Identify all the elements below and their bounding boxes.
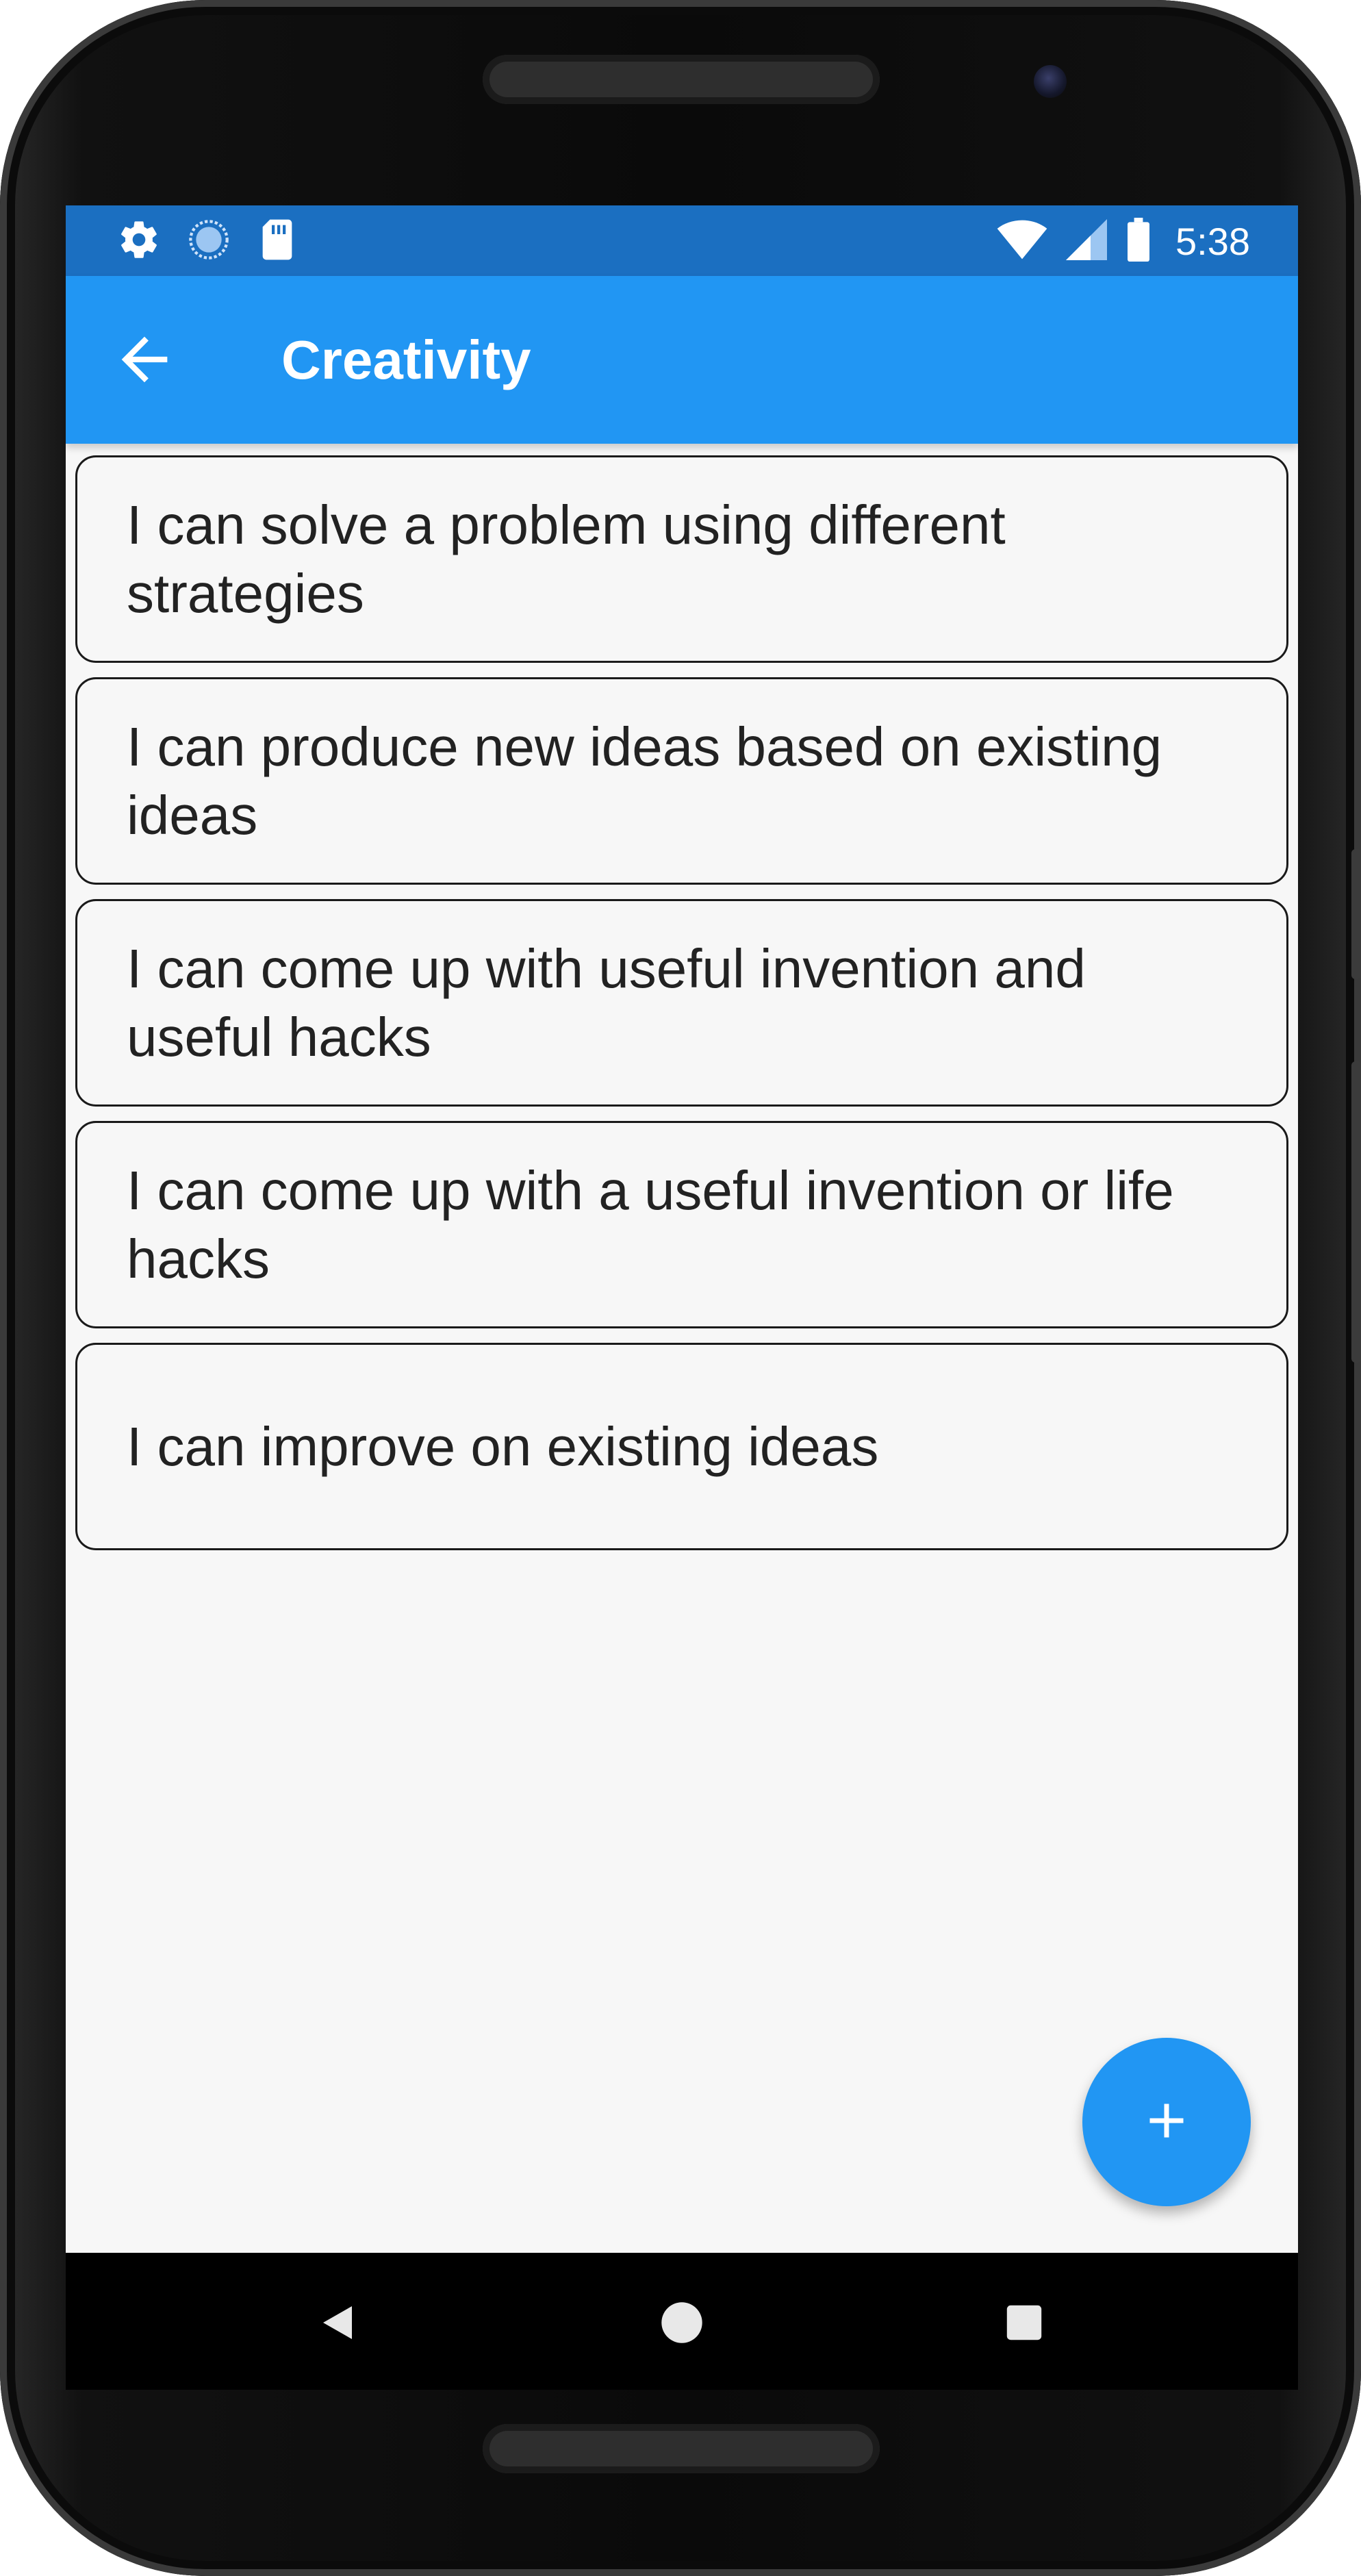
wifi-icon bbox=[996, 219, 1048, 263]
list-item-text: I can come up with useful invention and … bbox=[127, 937, 1086, 1068]
settings-icon bbox=[117, 218, 161, 264]
app-bar: Creativity bbox=[66, 276, 1298, 444]
list-item[interactable]: I can produce new ideas based on existin… bbox=[75, 677, 1288, 885]
status-bar: 5:38 bbox=[66, 205, 1298, 276]
skills-list: I can solve a problem using different st… bbox=[75, 455, 1288, 1565]
sync-icon bbox=[187, 218, 231, 264]
list-item-text: I can solve a problem using different st… bbox=[127, 494, 1006, 624]
plus-icon bbox=[1138, 2092, 1195, 2152]
screen: 5:38 Creativity I can solve a problem us… bbox=[66, 205, 1298, 2253]
battery-icon bbox=[1125, 218, 1152, 264]
front-camera bbox=[1034, 65, 1067, 98]
bottom-speaker bbox=[483, 2424, 880, 2473]
list-item-text: I can produce new ideas based on existin… bbox=[127, 716, 1162, 846]
list-item[interactable]: I can improve on existing ideas bbox=[75, 1343, 1288, 1550]
top-speaker bbox=[483, 55, 880, 104]
list-item-text: I can come up with a useful invention or… bbox=[127, 1159, 1174, 1289]
add-button[interactable] bbox=[1082, 2038, 1251, 2206]
power-button bbox=[1351, 1061, 1361, 1363]
status-time: 5:38 bbox=[1175, 219, 1250, 263]
list-item[interactable]: I can solve a problem using different st… bbox=[75, 455, 1288, 663]
page-title: Creativity bbox=[281, 329, 531, 390]
recents-square-icon[interactable] bbox=[990, 2288, 1058, 2357]
list-item[interactable]: I can come up with useful invention and … bbox=[75, 899, 1288, 1107]
navigation-bar bbox=[66, 2253, 1298, 2390]
list-item-text: I can improve on existing ideas bbox=[127, 1415, 879, 1477]
back-triangle-icon[interactable] bbox=[305, 2288, 374, 2357]
home-circle-icon[interactable] bbox=[648, 2288, 716, 2357]
cellular-signal-icon bbox=[1066, 219, 1107, 263]
volume-button bbox=[1351, 849, 1361, 979]
list-item[interactable]: I can come up with a useful invention or… bbox=[75, 1121, 1288, 1328]
arrow-back-icon[interactable] bbox=[110, 325, 179, 394]
sd-card-icon bbox=[257, 218, 298, 264]
